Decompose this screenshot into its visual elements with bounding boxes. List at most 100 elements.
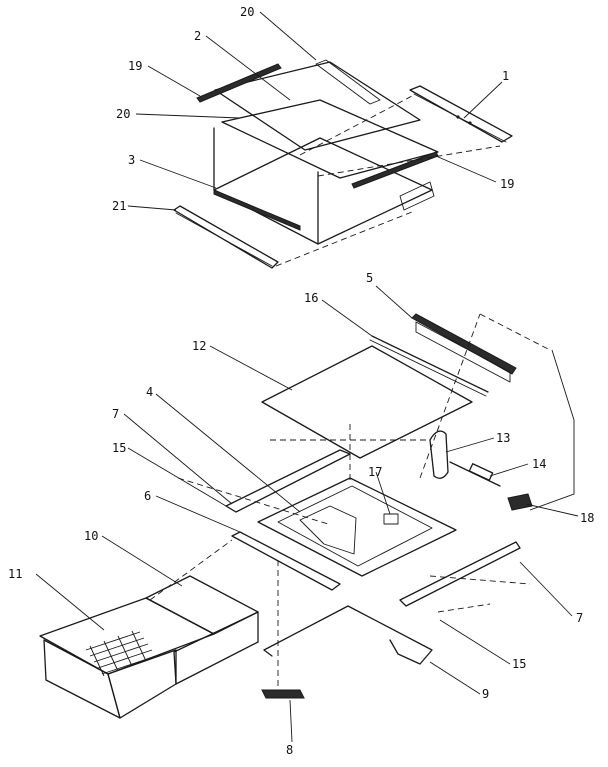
part-3-frame [213,137,433,245]
alignment-line [429,575,531,585]
part-17-frame-inner [277,485,433,567]
part-17-frame [257,477,457,577]
part-11-drawer-side [107,649,177,719]
callout-20-left: 20 [116,107,130,121]
part-10-drawer-front [173,611,259,685]
callout-21: 21 [112,199,126,213]
callout-9: 9 [482,687,489,701]
part-1-bracket [409,85,513,143]
callout-19-left: 19 [128,59,142,73]
callout-10: 10 [84,529,98,543]
lower-crisper-assembly [39,313,575,719]
part-9-drawer-frame [263,605,433,665]
leader-5 [375,285,413,319]
callout-8: 8 [286,743,293,757]
leader-lines [35,11,579,743]
part-13-bracket [429,430,449,479]
leader-13 [445,437,495,453]
part-1-hole [468,121,472,125]
part-11-grille [85,630,157,677]
part-7-lower-rail [399,541,521,607]
part-2-top-panel [214,61,421,151]
part-1-hole [456,115,460,119]
leader-15a [127,447,227,507]
leader-18 [525,503,579,517]
leader-10 [101,535,183,587]
callout-20-top: 20 [240,5,254,19]
alignment-line [479,313,551,351]
leader-6 [155,495,241,533]
upper-shelf-assembly [173,59,513,269]
callout-7-lower: 7 [576,611,583,625]
leader-20b [135,113,241,119]
leader-9 [429,661,481,695]
alignment-line [419,313,481,479]
callout-15-upper: 15 [112,441,126,455]
part-21-trim-edge [175,212,273,267]
leader-14 [489,463,529,477]
leader-4 [155,393,301,513]
callout-17: 17 [368,465,382,479]
part-12-glass-shelf [261,345,473,459]
callout-5: 5 [366,271,373,285]
callout-11: 11 [8,567,22,581]
callout-16: 16 [304,291,318,305]
part-19-right-rail [351,151,439,189]
leader-8 [289,699,293,743]
part-14-sleeve [468,463,494,481]
callout-13: 13 [496,431,510,445]
callout-4: 4 [146,385,153,399]
leader-12 [209,345,293,391]
alignment-line [437,603,491,613]
part-20-top-rail [315,59,381,105]
callout-2: 2 [194,29,201,43]
part-9-frame-end [263,649,273,657]
alignment-line [275,211,413,267]
part-18-clip [507,493,533,511]
callout-3: 3 [128,153,135,167]
leader-7b [519,561,573,617]
leader-19b [435,155,497,183]
part-1-bracket-edge [413,93,507,143]
part-19-left-rail [196,63,282,103]
part-20-lower-panel [221,99,439,179]
alignment-line [299,95,413,156]
callout-12: 12 [192,339,206,353]
part-6-front-rail [231,531,341,591]
leader-7a [123,413,233,505]
part-17-box [383,513,399,525]
part-4-fan-bracket [299,505,357,555]
leader-21 [127,205,177,211]
leader-16 [321,299,373,337]
leader-17 [375,471,391,515]
callout-labels: 20 2 19 1 20 3 19 21 5 16 12 4 7 13 15 1… [8,5,594,757]
leader-19a [147,65,201,97]
callout-6: 6 [144,489,151,503]
upper-side-bracket [399,181,435,211]
bracket-line [529,349,575,511]
part-5-rear-rail [411,313,517,375]
leader-15b [439,619,511,665]
part-8-latch [261,689,305,699]
alignment-line [317,145,501,177]
callout-14: 14 [532,457,546,471]
callout-19-right: 19 [500,177,514,191]
leader-2 [205,35,291,101]
callout-18: 18 [580,511,594,525]
callout-15-lower: 15 [512,657,526,671]
alignment-line [177,477,329,525]
leader-20a [259,11,317,61]
leader-3 [139,159,217,189]
part-16-strip [371,335,489,393]
leader-1 [463,81,503,119]
leader-11 [35,573,105,631]
part-5-rear-rail-body [415,321,511,383]
part-3-rail [213,189,301,231]
part-10-drawer [145,575,259,635]
alignment-line [149,539,233,601]
callout-1: 1 [502,69,509,83]
callout-7-upper: 7 [112,407,119,421]
part-16-strip-edge [369,339,487,397]
